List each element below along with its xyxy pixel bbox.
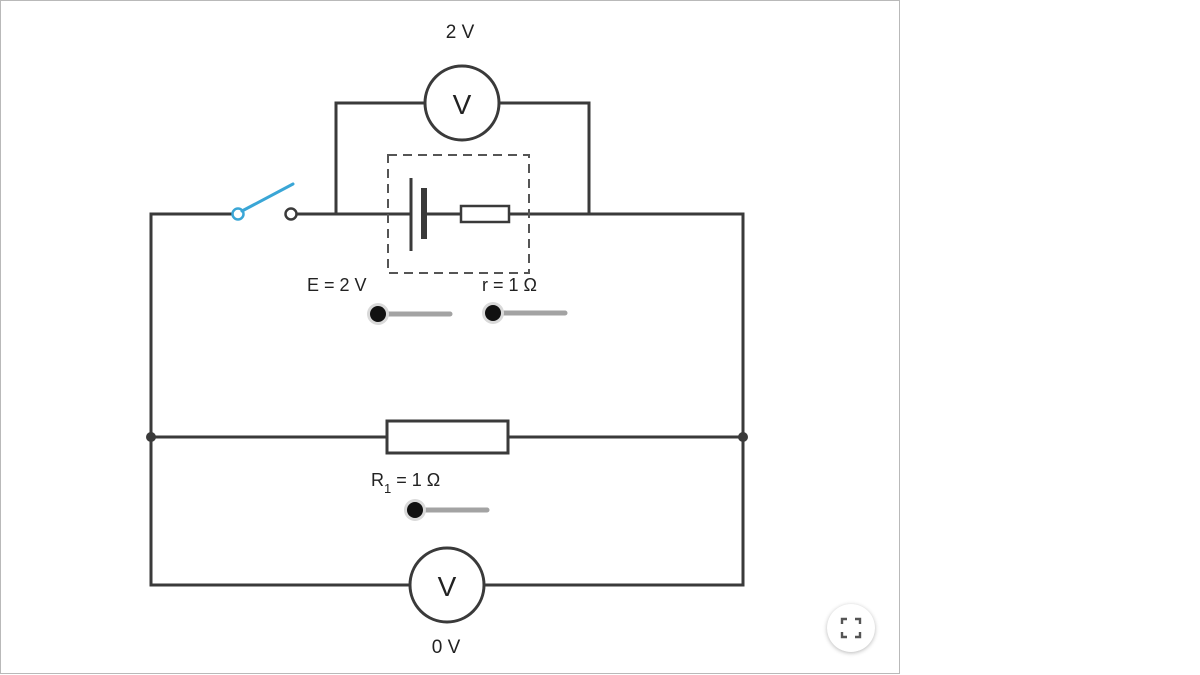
junction-right bbox=[738, 432, 748, 442]
wire-left bbox=[149, 212, 411, 587]
internal-resistance-slider[interactable] bbox=[482, 302, 568, 324]
resistor-r1 bbox=[385, 419, 510, 455]
wire-top-voltmeter bbox=[334, 101, 591, 216]
voltmeter-top-symbol: V bbox=[453, 89, 472, 120]
fullscreen-icon bbox=[840, 617, 862, 639]
wire-bottom-right bbox=[483, 212, 745, 587]
r1-slider-knob[interactable] bbox=[404, 499, 426, 521]
fullscreen-button[interactable] bbox=[827, 604, 875, 652]
junction-left bbox=[146, 432, 156, 442]
circuit-diagram: V 2 V V 0 V E = 2 V r = 1 Ω bbox=[146, 22, 748, 658]
voltmeter-top-reading: 2 V bbox=[446, 22, 475, 43]
voltmeter-bottom: V bbox=[408, 546, 486, 624]
switch[interactable] bbox=[231, 182, 298, 221]
emf-slider[interactable] bbox=[367, 303, 453, 325]
voltmeter-bottom-symbol: V bbox=[438, 571, 457, 602]
internal-resistance-slider-knob[interactable] bbox=[482, 302, 504, 324]
internal-resistance-label: r = 1 Ω bbox=[482, 275, 537, 295]
voltmeter-bottom-reading: 0 V bbox=[432, 637, 461, 658]
r1-slider[interactable] bbox=[404, 499, 490, 521]
r1-label-subscript: 1 bbox=[384, 481, 391, 496]
r1-label-main: R bbox=[371, 470, 384, 490]
voltmeter-top: V bbox=[423, 64, 501, 142]
r1-label-value: = 1 Ω bbox=[391, 470, 440, 490]
internal-resistor bbox=[459, 204, 511, 224]
emf-label: E = 2 V bbox=[307, 275, 367, 295]
switch-contact bbox=[284, 207, 298, 221]
applet-frame: V 2 V V 0 V E = 2 V r = 1 Ω bbox=[0, 0, 900, 674]
battery-enclosure bbox=[387, 154, 530, 274]
r1-label: R1 = 1 Ω bbox=[371, 470, 440, 496]
switch-blade bbox=[240, 182, 295, 213]
emf-slider-knob[interactable] bbox=[367, 303, 389, 325]
